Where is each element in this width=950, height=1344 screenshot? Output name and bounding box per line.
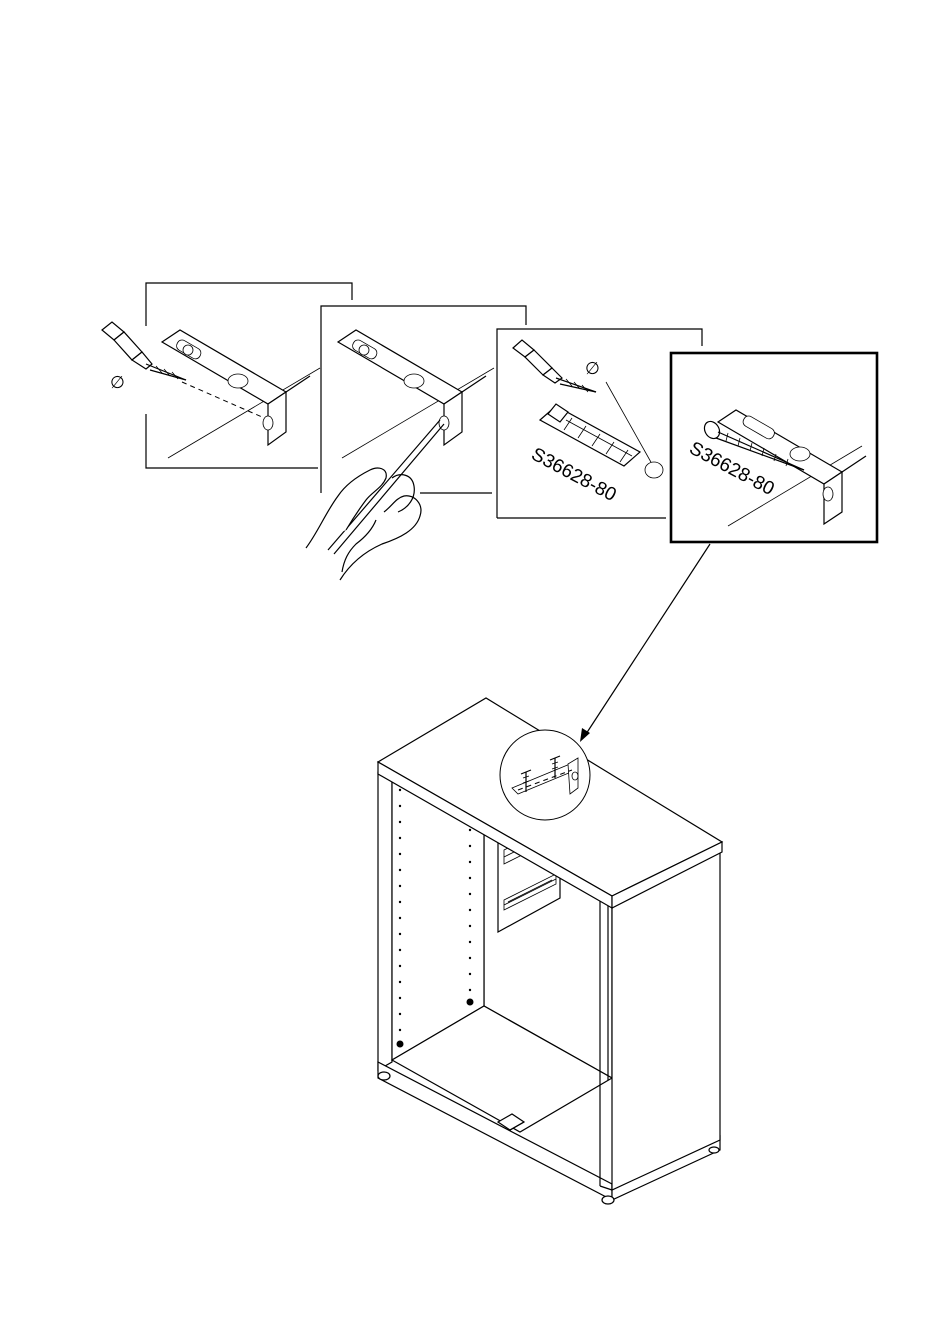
- hands-icon: [306, 468, 421, 580]
- cabinet-left-side-edge: [378, 764, 392, 1070]
- diameter-symbol: ∅: [585, 359, 600, 379]
- wall-bracket: [338, 330, 486, 445]
- cabinet: [378, 698, 722, 1204]
- cabinet-foot: [378, 1072, 390, 1080]
- panel-screw: S36628-80: [671, 353, 877, 542]
- detail-magnifier: [500, 730, 590, 820]
- cabinet-foot: [602, 1196, 614, 1204]
- cabinet-foot: [709, 1147, 719, 1153]
- panel-drill: ∅: [102, 283, 352, 468]
- drill-icon: [102, 322, 186, 380]
- diameter-symbol: ∅: [110, 373, 125, 393]
- drill-icon: [513, 340, 596, 392]
- wall-hole-icon: [645, 462, 663, 478]
- panel-clean: [306, 306, 526, 580]
- callout-arrow: [580, 544, 710, 742]
